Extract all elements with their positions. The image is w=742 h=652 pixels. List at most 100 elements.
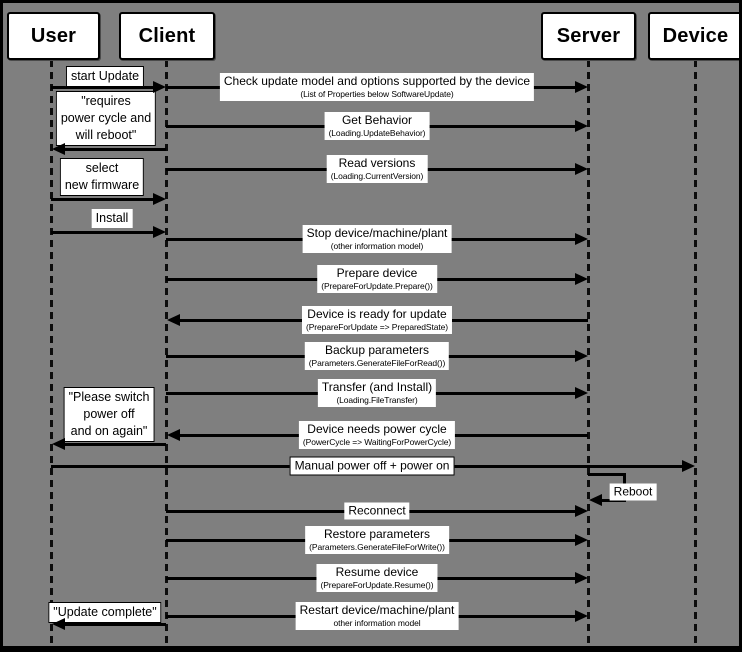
message-subtext-transfer-and-install: (Loading.FileTransfer): [336, 395, 418, 405]
message-text-please-switch-power-line-1: power off: [83, 407, 135, 421]
message-subtext-stop-device: (other information model): [330, 241, 424, 251]
message-line-select-new-firmware: [51, 198, 156, 201]
message-text-requires-power-cycle-line-1: power cycle and: [60, 111, 152, 125]
lifeline-user: [50, 60, 53, 646]
message-text-select-new-firmware-line-0: select: [85, 161, 119, 175]
message-text-restart-device: Restart device/machine/plant: [299, 603, 455, 617]
actor-box-user: User: [7, 12, 100, 60]
message-text-stop-device: Stop device/machine/plant: [306, 226, 448, 240]
message-subtext-read-versions: (Loading.CurrentVersion): [330, 171, 424, 181]
message-label-start-update: start Update: [65, 66, 145, 87]
arrowhead-reconnect: [575, 505, 588, 517]
arrowhead-install: [153, 226, 166, 238]
message-line-update-complete: [61, 623, 166, 626]
actor-box-device: Device: [648, 12, 739, 60]
actor-label-user: User: [30, 24, 77, 47]
arrowhead-device-needs-power-cycle: [167, 429, 180, 441]
arrowhead-select-new-firmware: [153, 193, 166, 205]
message-label-update-complete: "Update complete": [48, 602, 162, 623]
arrowhead-start-update: [153, 81, 166, 93]
message-subtext-restore-parameters: (Parameters.GenerateFileForWrite()): [309, 542, 445, 552]
message-label-reboot: Reboot: [609, 483, 657, 501]
actor-label-server: Server: [556, 24, 621, 47]
arrowhead-restart-device: [575, 610, 588, 622]
message-label-prepare-device: Prepare device(PrepareForUpdate.Prepare(…: [317, 265, 437, 293]
message-text-reboot: Reboot: [613, 484, 653, 499]
message-line-start-update: [51, 86, 156, 89]
message-line-please-switch-power: [61, 443, 166, 446]
message-label-device-ready: Device is ready for update(PrepareForUpd…: [301, 306, 453, 334]
message-text-device-needs-power-cycle: Device needs power cycle: [307, 422, 447, 436]
message-text-please-switch-power-line-2: and on again": [70, 424, 148, 438]
message-label-backup-parameters: Backup parameters(Parameters.GenerateFil…: [304, 342, 450, 370]
message-subtext-backup-parameters: (Parameters.GenerateFileForRead()): [308, 358, 446, 368]
message-label-please-switch-power: "Please switch power off and on again": [63, 387, 155, 442]
message-label-check-update-model: Check update model and options supported…: [219, 73, 535, 101]
message-text-start-update-line-0: start Update: [70, 69, 140, 83]
arrowhead-prepare-device: [575, 273, 588, 285]
message-label-resume-device: Resume device(PrepareForUpdate.Resume()): [316, 564, 438, 592]
message-text-device-ready: Device is ready for update: [307, 307, 447, 321]
message-subtext-resume-device: (PrepareForUpdate.Resume()): [320, 580, 434, 590]
message-line-install: [51, 231, 156, 234]
message-text-prepare-device: Prepare device: [336, 266, 418, 280]
message-label-stop-device: Stop device/machine/plant(other informat…: [302, 225, 452, 253]
arrowhead-update-complete: [52, 618, 65, 630]
self-message-return-reboot: [598, 499, 626, 502]
self-message-out-reboot: [588, 473, 626, 476]
message-text-requires-power-cycle-line-2: will reboot": [75, 128, 137, 142]
message-text-transfer-and-install: Transfer (and Install): [321, 380, 433, 394]
arrowhead-restore-parameters: [575, 534, 588, 546]
message-label-device-needs-power-cycle: Device needs power cycle(PowerCycle => W…: [298, 421, 456, 449]
message-label-restore-parameters: Restore parameters(Parameters.GenerateFi…: [305, 526, 449, 554]
message-label-install: Install: [91, 209, 133, 228]
message-text-check-update-model: Check update model and options supported…: [223, 74, 531, 88]
arrowhead-resume-device: [575, 572, 588, 584]
message-text-update-complete-line-0: "Update complete": [53, 605, 157, 619]
arrowhead-backup-parameters: [575, 350, 588, 362]
lifeline-server: [587, 60, 590, 646]
arrowhead-check-update-model: [575, 81, 588, 93]
arrowhead-device-ready: [167, 314, 180, 326]
actor-label-client: Client: [138, 24, 196, 47]
message-text-manual-power-cycle: Manual power off + power on: [294, 458, 450, 473]
message-text-reconnect: Reconnect: [348, 503, 406, 518]
message-label-manual-power-cycle: Manual power off + power on: [289, 456, 455, 476]
message-text-please-switch-power-line-0: "Please switch: [68, 390, 150, 404]
arrowhead-transfer-and-install: [575, 387, 588, 399]
message-text-requires-power-cycle-line-0: "requires: [81, 94, 131, 108]
arrowhead-read-versions: [575, 163, 588, 175]
message-text-resume-device: Resume device: [335, 565, 419, 579]
message-subtext-get-behavior: (Loading.UpdateBehavior): [328, 128, 426, 138]
arrowhead-reboot: [589, 494, 602, 506]
arrowhead-requires-power-cycle: [52, 143, 65, 155]
message-text-backup-parameters: Backup parameters: [324, 343, 430, 357]
message-subtext-check-update-model: (List of Properties below SoftwareUpdate…: [300, 89, 454, 99]
message-subtext-device-ready: (PrepareForUpdate => PreparedState): [305, 322, 449, 332]
arrowhead-get-behavior: [575, 120, 588, 132]
lifeline-device: [694, 60, 697, 646]
message-label-reconnect: Reconnect: [344, 502, 410, 520]
arrowhead-please-switch-power: [52, 438, 65, 450]
message-text-read-versions: Read versions: [338, 156, 416, 170]
actor-label-device: Device: [662, 24, 729, 47]
lifeline-client: [165, 60, 168, 646]
arrowhead-manual-power-cycle: [682, 460, 695, 472]
message-text-get-behavior: Get Behavior: [341, 113, 413, 127]
message-label-read-versions: Read versions(Loading.CurrentVersion): [326, 155, 428, 183]
message-subtext-prepare-device: (PrepareForUpdate.Prepare()): [321, 281, 433, 291]
actor-box-server: Server: [541, 12, 636, 60]
message-text-restore-parameters: Restore parameters: [323, 527, 431, 541]
message-subtext-device-needs-power-cycle: (PowerCycle => WaitingForPowerCycle): [302, 437, 452, 447]
message-text-select-new-firmware-line-1: new firmware: [64, 178, 140, 192]
message-text-install-line-0: Install: [95, 211, 129, 225]
message-label-select-new-firmware: select new firmware: [59, 158, 145, 196]
actor-box-client: Client: [119, 12, 215, 60]
message-label-get-behavior: Get Behavior(Loading.UpdateBehavior): [324, 112, 430, 140]
message-label-requires-power-cycle: "requires power cycle and will reboot": [55, 91, 157, 146]
message-label-transfer-and-install: Transfer (and Install)(Loading.FileTrans…: [317, 379, 437, 407]
message-subtext-restart-device: other information model: [333, 618, 421, 628]
arrowhead-stop-device: [575, 233, 588, 245]
